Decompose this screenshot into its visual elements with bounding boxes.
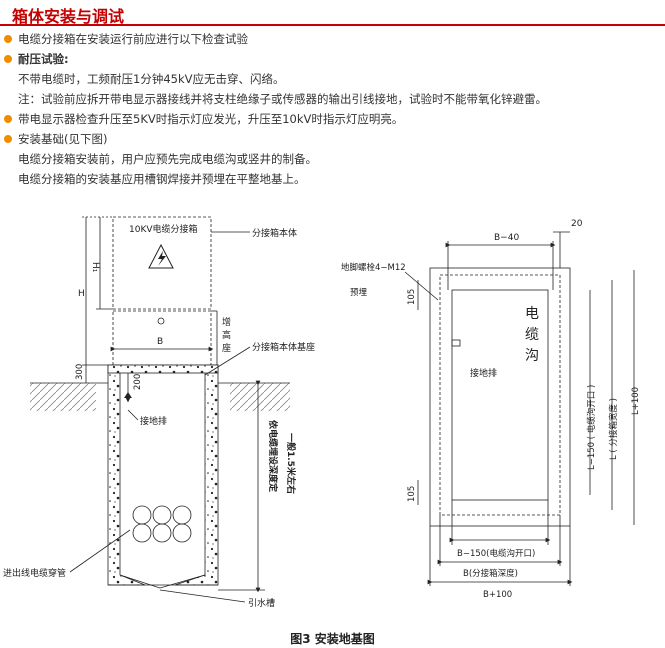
cabinet-body-label: 分接箱本体 (252, 227, 297, 239)
text-voltage-test-heading: 耐压试验: (18, 52, 69, 66)
dim-b150-label: B−150(电缆沟开口) (457, 548, 535, 559)
embed-label: 预埋 (350, 287, 368, 298)
text-foundation-base: 电缆分接箱的安装基应用槽钢焊接并预埋在平整地基上。 (18, 172, 306, 186)
bullet-icon (4, 135, 12, 143)
text-foundation-prep: 电缆分接箱安装前，用户应预先完成电缆沟或竖井的制备。 (18, 152, 317, 166)
conduit-label: 进出线电缆穿管 (3, 567, 66, 579)
inner-frame (439, 274, 561, 516)
title-underline (0, 24, 665, 26)
trench-label-1: 电 (525, 306, 539, 322)
ground-bar-right-label: 接地排 (470, 367, 497, 379)
dim-300-label: 300 (75, 364, 85, 380)
depth-note-2: 一般1.5米左右 (285, 433, 297, 494)
bullet-icon (4, 35, 12, 43)
trench-label-3: 沟 (525, 348, 539, 364)
dim-l100-label: L+100 (631, 387, 641, 415)
bullet-icon (4, 115, 12, 123)
dim-105-top-label: 105 (407, 289, 417, 305)
ground-bar-label: 接地排 (140, 415, 167, 427)
dim-l150-label: L−150 ( 电缆沟开口 ) (586, 385, 597, 470)
text-voltage-test-note: 注：试验前应拆开带电显示器接线并将支柱绝缘子或传感器的输出引线接地，试验时不能带… (18, 92, 547, 106)
trench-label-2: 缆 (525, 327, 539, 343)
dim-200-label: 200 (133, 374, 143, 390)
riser-label-2: 高 (222, 329, 231, 341)
text-foundation-heading: 安装基础(见下图) (18, 132, 108, 146)
depth-note-1: 依电缆埋设深度定 (267, 420, 279, 493)
section-header: 箱体安装与调试 (0, 0, 665, 28)
dim-b-depth-label: B(分接箱深度) (463, 568, 518, 579)
dim-b40-label: B−40 (494, 233, 519, 243)
text-indicator-check: 带电显示器检查升压至5KV时指示灯应发光，升压至10kV时指示灯应明亮。 (18, 112, 404, 126)
bullet-icon (4, 55, 12, 63)
dim-b100-label: B+100 (483, 590, 512, 600)
dim-20-label: 20 (571, 219, 583, 229)
dim-l-label: L ( 分接箱宽度 ) (608, 398, 619, 460)
drain-label: 引水槽 (248, 597, 275, 609)
installation-diagram: 10KV电缆分接箱 分接箱本体 增 高 座 分接箱本体基座 H₁ H B 200… (3, 216, 641, 609)
base-label: 分接箱本体基座 (252, 341, 315, 353)
dim-105-bot-label: 105 (407, 486, 417, 502)
bolt-label: 地脚螺栓4−M12 (341, 262, 406, 273)
riser-label-1: 增 (222, 316, 231, 328)
section-title: 箱体安装与调试 (12, 7, 125, 26)
dim-h-label: H (78, 289, 85, 299)
outer-frame (429, 267, 571, 527)
riser-label-3: 座 (222, 342, 231, 354)
text-check-intro: 电缆分接箱在安装运行前应进行以下检查试验 (18, 32, 248, 46)
pit-wall-right (174, 364, 219, 586)
dim-h1-label: H₁ (90, 262, 100, 273)
dim-b-label: B (157, 337, 163, 347)
figure-caption: 图3 安装地基图 (290, 632, 375, 646)
ground-bar-mark (451, 339, 461, 347)
left-elevation-view (30, 216, 290, 603)
trench-opening (451, 289, 549, 501)
high-voltage-warning-icon (148, 243, 174, 269)
text-voltage-test-detail: 不带电缆时，工频耐压1分钟45kV应无击穿、闪络。 (18, 72, 285, 86)
right-plan-view (404, 231, 635, 586)
cabinet-model-label: 10KV电缆分接箱 (129, 223, 198, 235)
